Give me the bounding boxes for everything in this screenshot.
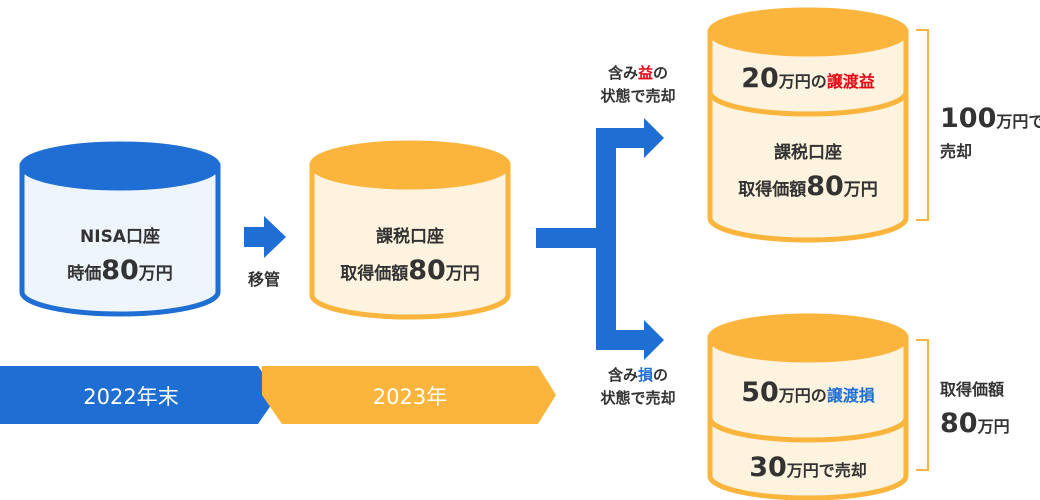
timeline-2023 bbox=[262, 366, 556, 424]
nisa-label: NISA口座 時価80万円 bbox=[22, 224, 218, 292]
loss-branch-label: 含み損の 状態で売却 bbox=[600, 366, 676, 408]
transfer-arrow bbox=[244, 216, 286, 258]
branch-arrow bbox=[536, 118, 664, 360]
loss-capital-loss-label: 50万円の譲渡損 bbox=[741, 377, 875, 408]
loss-cylinder bbox=[707, 313, 909, 500]
taxable-account-name: 課税口座 bbox=[376, 227, 444, 247]
timeline-2022-label: 2022年末 bbox=[83, 385, 179, 409]
gain-bracket bbox=[916, 29, 929, 221]
gain-cylinder bbox=[707, 7, 909, 243]
loss-bracket bbox=[916, 339, 929, 471]
taxable-acquisition-cost: 取得価額80万円 bbox=[340, 255, 480, 287]
gain-acquisition-label: 課税口座 取得価額80万円 bbox=[738, 143, 878, 203]
timeline-2022 bbox=[0, 366, 278, 424]
gain-sale-price-label: 100万円で 売却 bbox=[940, 103, 1040, 161]
transfer-label: 移管 bbox=[247, 270, 280, 289]
gain-capital-gain-label: 20万円の譲渡益 bbox=[741, 63, 875, 94]
timeline-2023-label: 2023年 bbox=[372, 385, 448, 409]
nisa-value: 時価80万円 bbox=[67, 255, 173, 287]
taxable-cylinder bbox=[309, 140, 511, 320]
loss-sale-label: 30万円で売却 bbox=[749, 452, 867, 483]
gain-branch-label: 含み益の 状態で売却 bbox=[600, 64, 676, 106]
nisa-account-name: NISA口座 bbox=[80, 227, 160, 247]
nisa-cylinder bbox=[19, 141, 221, 317]
loss-acquisition-side-label: 取得価額 80万円 bbox=[940, 380, 1010, 439]
taxable-label: 課税口座 取得価額80万円 bbox=[312, 224, 508, 292]
